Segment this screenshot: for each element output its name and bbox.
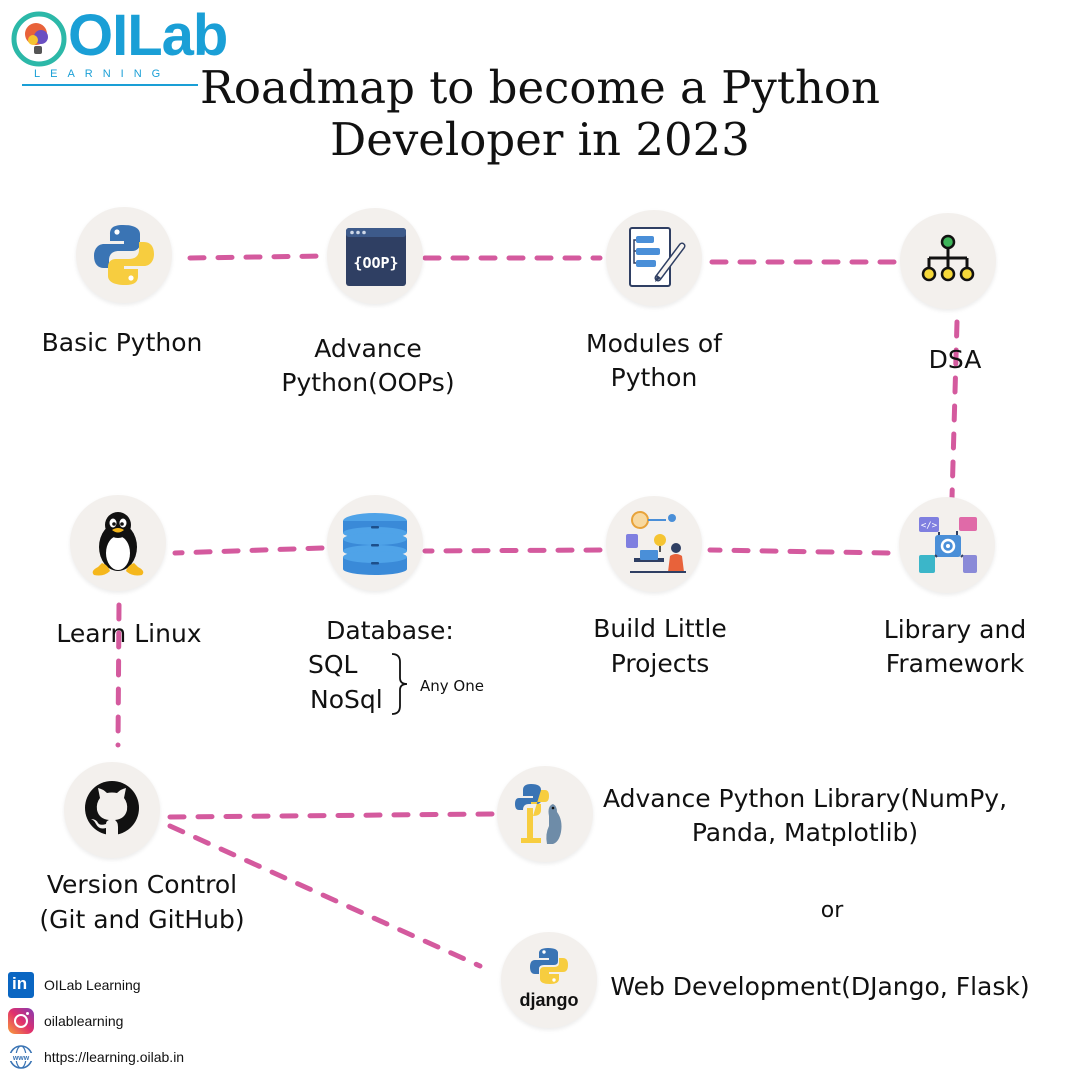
svg-text:</>: </> — [921, 521, 938, 531]
tree-structure-icon — [921, 234, 975, 282]
node-advance-python: {OOP} — [327, 208, 423, 304]
label-advance-library-line1: Advance Python Library(NumPy, — [602, 784, 1008, 813]
node-web-development: django — [501, 932, 597, 1028]
svg-text:www: www — [12, 1055, 30, 1062]
social-instagram-label: oilablearning — [44, 1013, 124, 1029]
label-projects-line1: Build Little — [593, 614, 727, 643]
linux-penguin-icon — [92, 512, 144, 576]
database-icon — [343, 513, 407, 575]
database-brace — [391, 653, 408, 715]
label-basic-python: Basic Python — [41, 328, 203, 357]
label-modules-line2: Python — [610, 363, 698, 392]
node-linux — [70, 495, 166, 591]
label-library-line2: Framework — [885, 649, 1025, 678]
label-modules-line1: Modules of — [586, 329, 722, 358]
github-icon — [85, 781, 139, 835]
label-database-note: Any One — [420, 677, 484, 695]
connector-github-to-advlib — [167, 811, 498, 820]
node-version-control — [64, 762, 160, 858]
page-title-line1: Roadmap to become a Python — [199, 61, 880, 114]
oop-icon: {OOP} — [346, 228, 406, 286]
label-library-line1: Library and — [883, 615, 1027, 644]
python-icon — [94, 225, 154, 285]
label-web-development: Web Development(DJango, Flask) — [610, 972, 1030, 1001]
brand-underline — [22, 84, 198, 86]
label-advance-library-line2: Panda, Matplotlib) — [691, 818, 919, 847]
label-dsa: DSA — [928, 345, 982, 374]
node-advance-library — [497, 766, 593, 862]
node-dsa — [900, 213, 996, 309]
social-website[interactable]: www https://learning.oilab.in — [8, 1043, 184, 1071]
label-database-option-nosql: NoSql — [310, 685, 383, 714]
social-instagram[interactable]: oilablearning — [8, 1007, 123, 1035]
connector-library-to-projects — [707, 547, 891, 556]
social-linkedin[interactable]: in OILab Learning — [8, 971, 141, 999]
django-icon: django — [520, 948, 579, 1010]
projects-icon — [626, 511, 686, 573]
label-advance-python-line1: Advance — [314, 334, 422, 363]
label-database-option-sql: SQL — [308, 650, 358, 679]
node-database — [327, 495, 423, 591]
page-title-line2: Developer in 2023 — [330, 113, 750, 166]
label-version-control-line2: (Git and GitHub) — [39, 905, 245, 934]
connector-linux-to-github — [115, 602, 122, 748]
connector-basic-to-advance — [187, 253, 328, 261]
label-or: or — [820, 898, 844, 923]
connector-database-to-linux — [172, 545, 325, 556]
node-little-projects — [606, 496, 702, 592]
social-linkedin-label: OILab Learning — [44, 977, 141, 993]
label-database: Database: — [326, 616, 454, 645]
label-projects-line2: Projects — [610, 649, 710, 678]
modules-document-icon — [629, 227, 686, 287]
label-version-control-line1: Version Control — [46, 870, 238, 899]
connector-github-to-django — [167, 823, 483, 969]
svg-text:django: django — [520, 990, 579, 1010]
label-linux: Learn Linux — [56, 619, 202, 648]
node-basic-python — [76, 207, 172, 303]
social-website-label: https://learning.oilab.in — [44, 1049, 185, 1065]
node-library-framework: </> — [899, 497, 995, 593]
python-library-icon — [515, 784, 562, 844]
label-advance-python-line2: Python(OOPs) — [281, 368, 455, 397]
linkedin-icon: in — [8, 972, 34, 998]
brand-subtitle: LEARNING — [34, 68, 171, 80]
node-modules — [606, 210, 702, 306]
brand-name: OILab — [68, 3, 228, 68]
connector-projects-to-database — [422, 547, 603, 554]
instagram-icon — [8, 1008, 34, 1034]
svg-text:{OOP}: {OOP} — [353, 254, 398, 272]
connector-dsa-to-library — [949, 319, 960, 501]
library-framework-icon: </> — [919, 517, 977, 573]
brand-bulb-icon — [11, 11, 67, 67]
globe-icon: www — [8, 1044, 34, 1070]
